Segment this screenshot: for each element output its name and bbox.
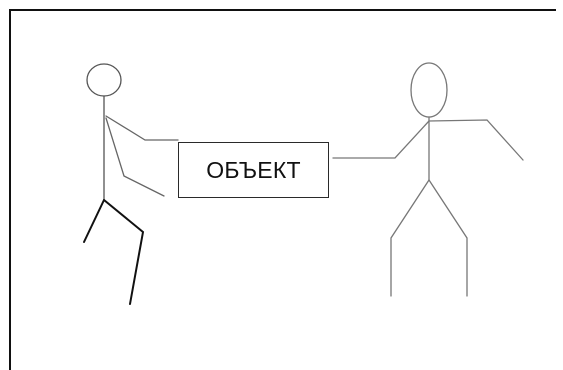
right-stick-figure [332, 62, 524, 297]
left-stick-figure [83, 63, 179, 305]
left-figure-arm-upper [105, 115, 179, 141]
left-figure-head [86, 63, 122, 97]
left-figure-leg-front [103, 199, 145, 305]
object-label: ОБЪЕКТ [206, 156, 301, 183]
right-figure-head [410, 62, 448, 118]
object-box: ОБЪЕКТ [178, 142, 329, 198]
left-figure-leg-back [83, 199, 105, 243]
right-figure-arm-left [332, 120, 430, 159]
right-figure-leg-left [390, 179, 430, 297]
right-figure-leg-right [428, 179, 468, 297]
frame [9, 9, 556, 370]
left-figure-arm-lower [105, 117, 165, 197]
right-figure-arm-right [428, 119, 524, 161]
